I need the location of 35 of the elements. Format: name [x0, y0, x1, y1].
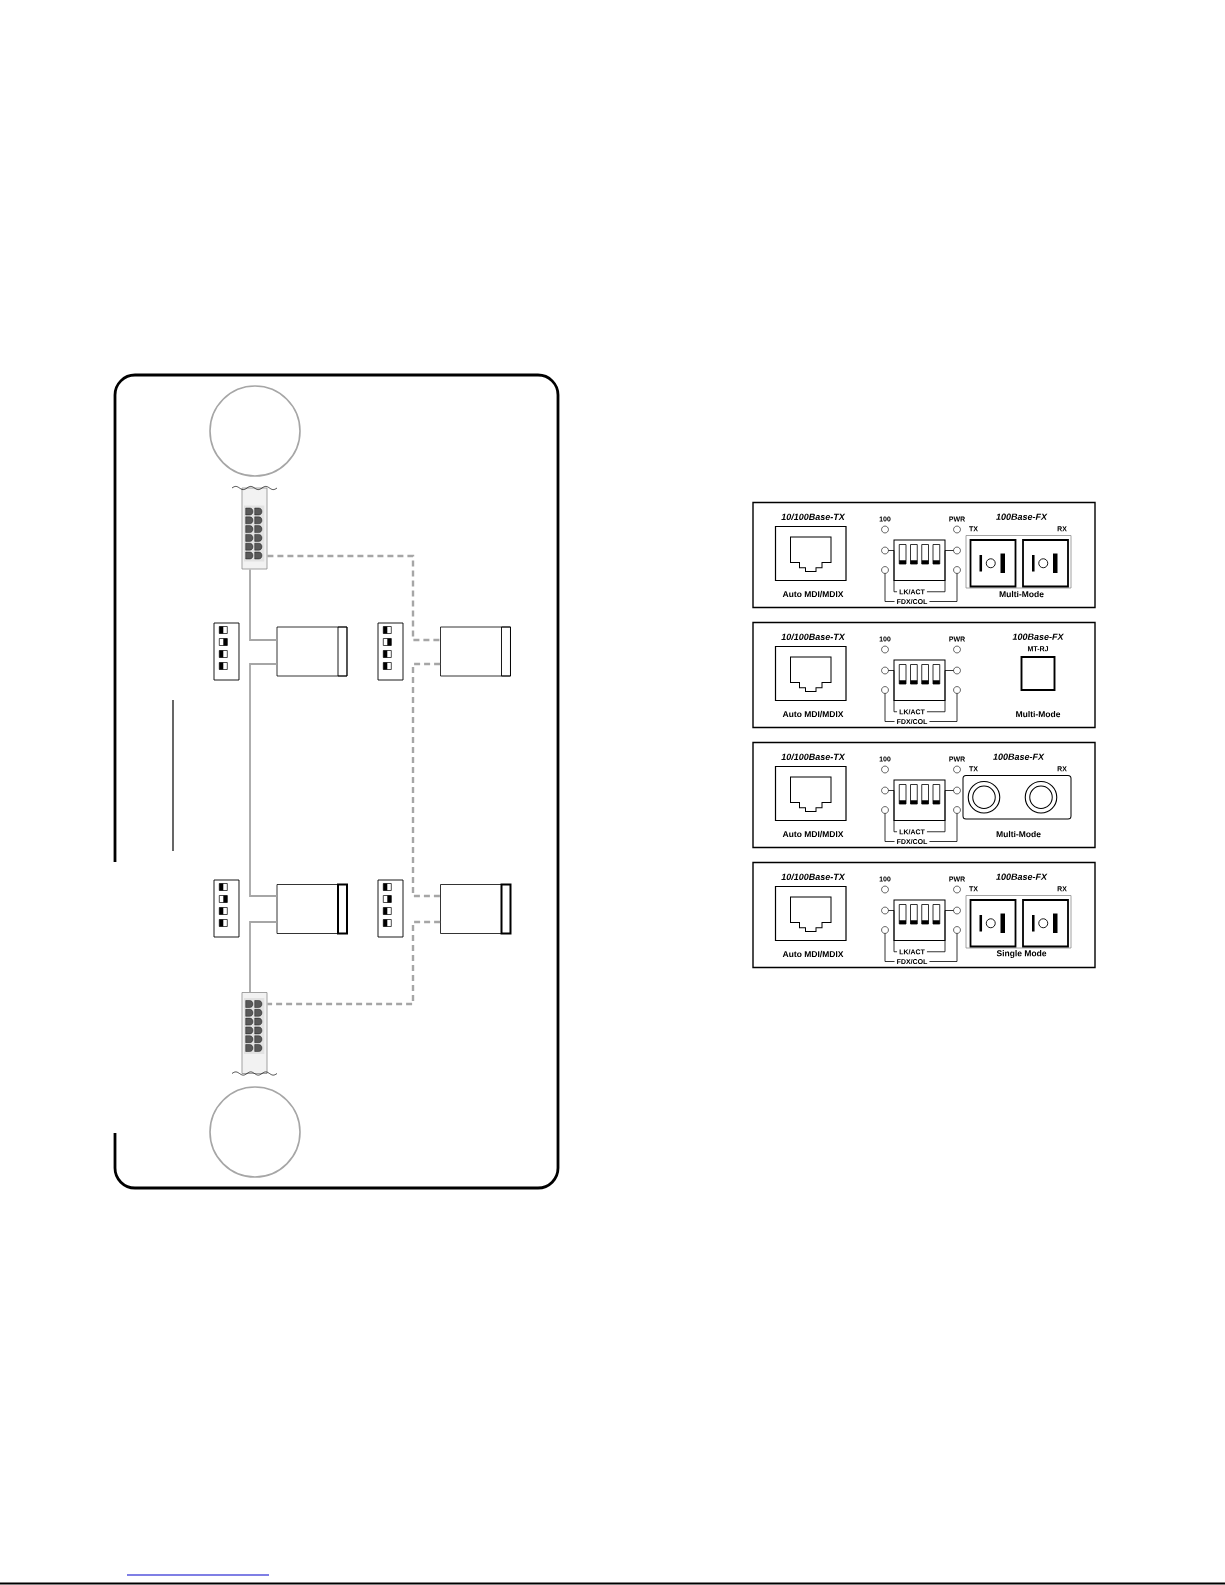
port-caption: Multi-Mode — [996, 830, 1041, 838]
device-box — [440, 626, 511, 677]
cable-line — [249, 663, 278, 897]
cable-line — [249, 568, 278, 641]
circle — [209, 385, 301, 477]
port-title: 100Base-FX — [1012, 633, 1064, 640]
port-title: 10/100Base-TX — [781, 513, 846, 521]
cable-line — [267, 554, 441, 642]
port-caption: Multi-Mode — [1016, 710, 1061, 718]
device-box — [276, 883, 348, 935]
rounded-frame — [113, 373, 560, 1190]
port-caption: Auto MDI/MDIX — [782, 830, 844, 838]
cable-line — [411, 662, 441, 898]
cable-line — [267, 920, 441, 1006]
port-title: 10/100Base-TX — [781, 633, 846, 641]
port-title: 100Base-FX — [996, 873, 1048, 880]
front-panel — [752, 861, 1096, 969]
port-title: 100Base-FX — [996, 513, 1048, 520]
port-caption: Single Mode — [996, 950, 1047, 958]
port-caption: Multi-Mode — [999, 590, 1044, 598]
device-box — [440, 883, 512, 935]
front-panel — [752, 501, 1096, 609]
device-box — [276, 626, 348, 677]
front-panel — [752, 741, 1096, 849]
port-caption: Auto MDI/MDIX — [782, 710, 844, 718]
port-title: 10/100Base-TX — [781, 873, 846, 881]
port-title: 100Base-FX — [993, 753, 1045, 760]
front-panel — [752, 621, 1096, 729]
port-caption: Auto MDI/MDIX — [782, 950, 844, 958]
circle — [209, 1086, 301, 1178]
network-switch — [231, 486, 278, 570]
port-title: 10/100Base-TX — [781, 753, 846, 761]
network-switch — [231, 992, 278, 1076]
port-caption: Auto MDI/MDIX — [782, 590, 844, 598]
cable-line — [249, 921, 278, 993]
